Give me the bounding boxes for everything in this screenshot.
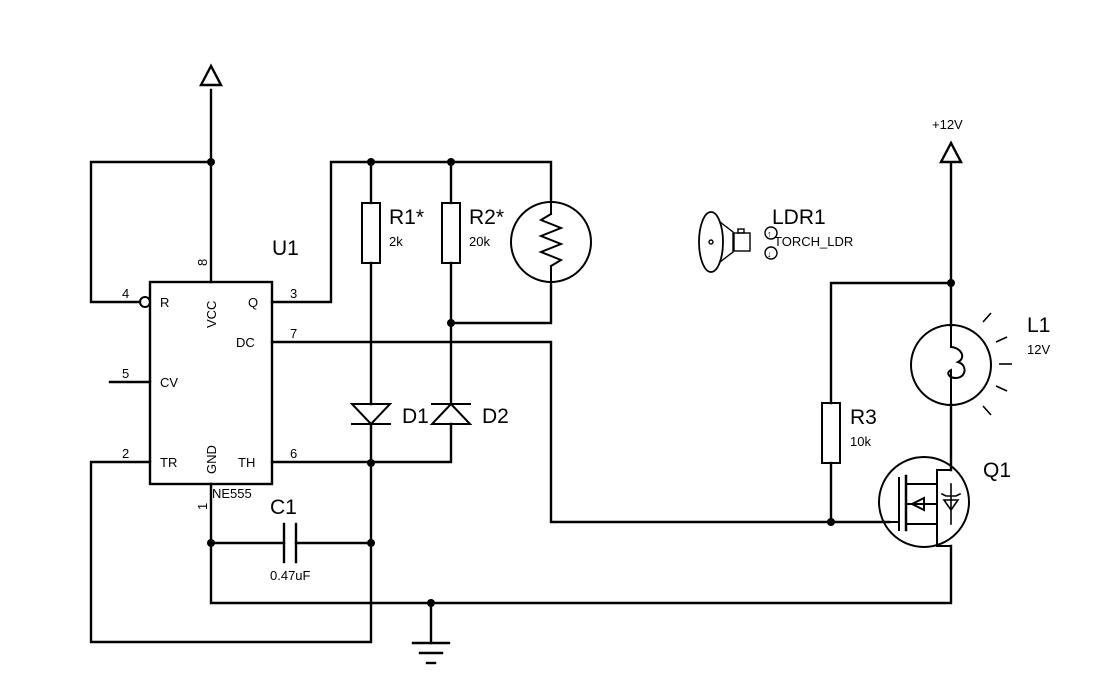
r2-value: 20k <box>469 234 490 249</box>
r1-value: 2k <box>389 234 403 249</box>
u1-ne555: R CV TR Q DC TH VCC GND 4 5 2 3 7 6 8 1 … <box>122 237 299 510</box>
pin-name-r: R <box>160 295 169 310</box>
pin-name-cv: CV <box>160 375 178 390</box>
supply-power-terminal <box>939 140 963 164</box>
pin-name-tr: TR <box>160 455 177 470</box>
pin-number-1: 1 <box>195 503 210 510</box>
pin-name-th: TH <box>238 455 255 470</box>
d1-diode: D1 <box>349 403 429 428</box>
pin-number-5: 5 <box>122 366 129 381</box>
pin-number-2: 2 <box>122 446 129 461</box>
svg-text:↑: ↑ <box>767 229 772 239</box>
pin-name-q: Q <box>248 295 258 310</box>
pin-number-4: 4 <box>122 286 129 301</box>
r3-resistor: R3 10k <box>821 402 877 464</box>
d1-ref: D1 <box>402 405 429 428</box>
svg-text:↓: ↓ <box>767 249 772 259</box>
u1-ref: U1 <box>272 237 299 260</box>
r3-ref: R3 <box>850 406 877 429</box>
reset-inversion-bubble <box>139 296 151 308</box>
pin-name-gnd: GND <box>204 445 219 474</box>
supply-label: +12V <box>932 117 963 132</box>
ground-icon <box>411 641 451 665</box>
u1-power-terminal <box>199 63 223 87</box>
r1-resistor: R1* 2k <box>361 202 424 264</box>
pin-number-8: 8 <box>195 259 210 266</box>
torch-ldr-icon: ↑ ↓ LDR1 TORCH_LDR <box>698 206 853 273</box>
pin-name-dc: DC <box>236 335 255 350</box>
wires <box>89 88 953 645</box>
pin-number-7: 7 <box>290 326 297 341</box>
ldr1-ref: LDR1 <box>772 206 826 229</box>
light-rays <box>982 312 1012 416</box>
r2-resistor: R2* 20k <box>441 202 504 264</box>
c1-ref: C1 <box>270 496 297 519</box>
q1-ref: Q1 <box>983 459 1011 482</box>
junction-dots <box>207 158 955 607</box>
pin-number-3: 3 <box>290 286 297 301</box>
l1-ref: L1 <box>1027 314 1050 337</box>
c1-value: 0.47uF <box>270 568 311 583</box>
u1-part: NE555 <box>212 486 252 501</box>
r3-value: 10k <box>850 434 871 449</box>
photoresistor-icon <box>510 200 592 283</box>
mosfet-icon: Q1 <box>878 456 1011 548</box>
lamp-icon: L1 12V <box>910 312 1050 416</box>
l1-value: 12V <box>1027 342 1050 357</box>
pin-number-6: 6 <box>290 446 297 461</box>
c1-capacitor: C1 0.47uF <box>270 496 311 583</box>
r2-ref: R2* <box>469 206 504 229</box>
pin-name-vcc: VCC <box>204 301 219 328</box>
ldr1-value: TORCH_LDR <box>774 234 853 249</box>
r1-ref: R1* <box>389 206 424 229</box>
d2-diode: D2 <box>429 402 509 428</box>
d2-ref: D2 <box>482 405 509 428</box>
